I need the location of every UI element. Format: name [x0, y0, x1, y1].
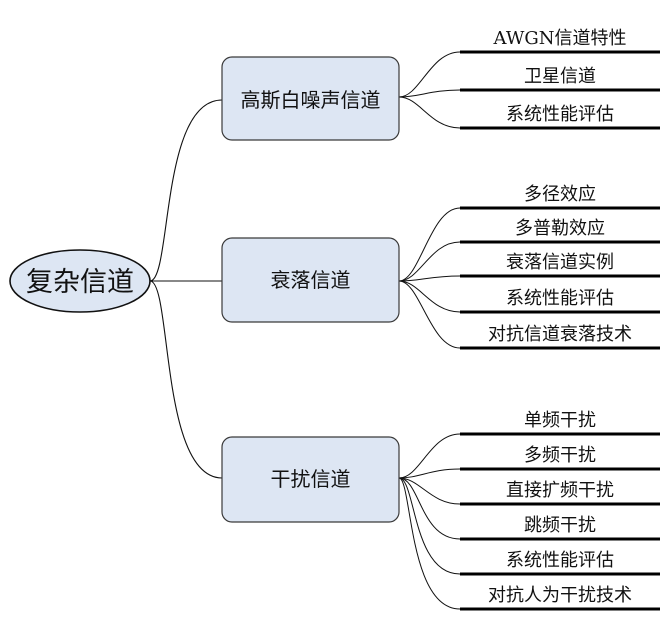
leaf-label: 对抗人为干扰技术 — [488, 585, 632, 606]
leaf-label: 衰落信道实例 — [506, 252, 614, 273]
leaf-underlines — [460, 50, 660, 611]
connector-branch-3-leaf-6 — [398, 477, 461, 610]
leaf-label: AWGN信道特性 — [493, 28, 627, 49]
branch-label: 高斯白噪声信道 — [241, 88, 381, 112]
connector-branch-3-leaf-5 — [398, 477, 461, 575]
connector-branch-3-leaf-4 — [398, 477, 461, 540]
leaf-label: 系统性能评估 — [506, 550, 614, 571]
connector-branch-2-leaf-5 — [398, 280, 461, 349]
connector-branch-2-leaf-4 — [398, 280, 461, 313]
connector-branch-1-leaf-3 — [398, 96, 461, 129]
branch-label: 干扰信道 — [271, 467, 351, 491]
root-node — [9, 249, 151, 313]
leaf-label: 单频干扰 — [524, 410, 596, 431]
leaf-label: 直接扩频干扰 — [506, 480, 614, 501]
leaf-label: 跳频干扰 — [524, 515, 596, 536]
connector-branch-3-leaf-1 — [398, 433, 461, 479]
leaf-label: 对抗信道衰落技术 — [488, 324, 632, 345]
root-label: 复杂信道 — [26, 267, 134, 298]
connector-branch-3-leaf-2 — [398, 468, 461, 479]
connector-branch-2-leaf-1 — [398, 207, 461, 282]
connector-root-branch-3 — [149, 280, 223, 479]
branch-node-fading — [221, 237, 400, 323]
connector-branch-1-leaf-2 — [398, 89, 461, 98]
connector-branch-2-leaf-2 — [398, 241, 461, 282]
leaf-label: 系统性能评估 — [506, 288, 614, 309]
leaf-label: 系统性能评估 — [506, 104, 614, 125]
branch-node-interference — [221, 436, 400, 523]
connector-root-branch-1 — [149, 99, 223, 282]
connector-branch-1-leaf-1 — [398, 51, 461, 98]
branch-label: 衰落信道 — [271, 268, 351, 292]
connector-branch-3-leaf-3 — [398, 477, 461, 505]
leaf-label: 多径效应 — [524, 184, 596, 205]
connector-branch-2-leaf-3 — [398, 275, 461, 282]
leaf-label: 多普勒效应 — [515, 218, 605, 239]
branch-node-gaussian — [221, 56, 400, 141]
leaf-label: 卫星信道 — [524, 66, 596, 87]
leaf-label: 多频干扰 — [524, 445, 596, 466]
